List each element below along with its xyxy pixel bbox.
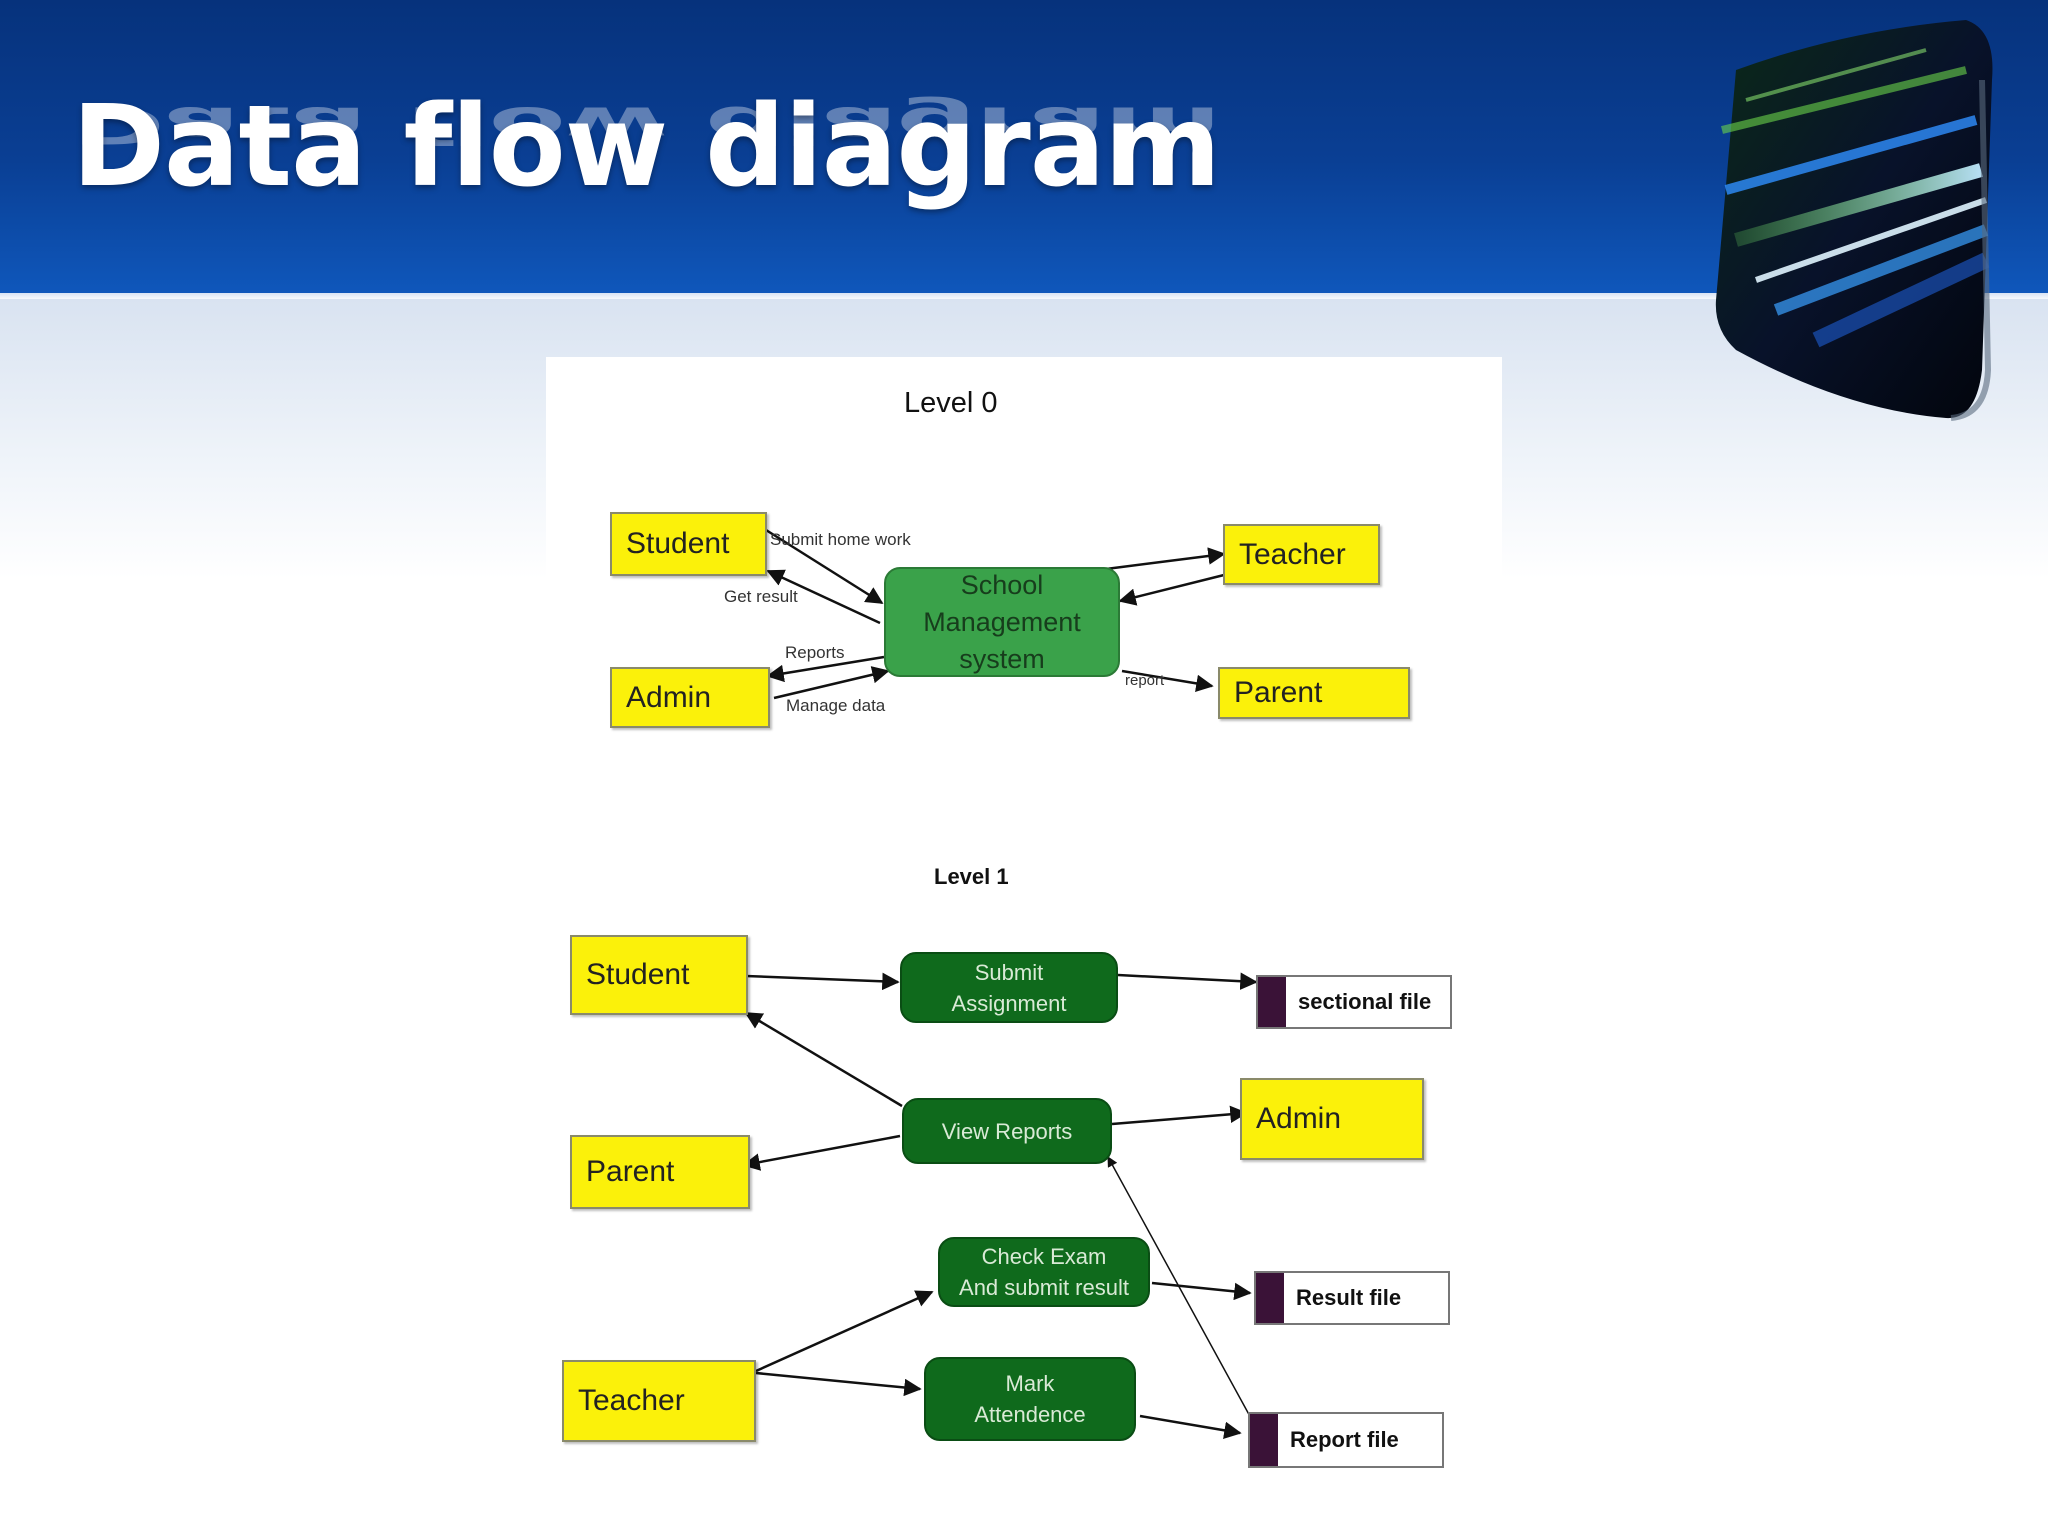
header-divider [0,293,2048,299]
level-0-heading: Level 0 [904,387,998,419]
check-exam-line-2: And submit result [959,1275,1129,1300]
submit-assignment-line-1: Submit [974,959,1044,985]
flow-arrow-reports [766,655,885,683]
flow-arrow-mark-report [1139,1414,1242,1439]
flow-label-report: report [1125,672,1165,689]
flow-arrow-check-result [1151,1281,1252,1301]
flow-label-reports: Reports [785,643,845,662]
slide-title: Data flow diagram [72,82,1221,212]
report-file-label: Report file [1290,1427,1399,1452]
flow-arrow-report-view [1107,1156,1253,1421]
level1-student-entity: Student [570,935,748,1015]
flow-label-get-result: Get result [724,587,798,606]
level0-teacher-entity: Teacher [1223,524,1380,585]
sectional-file-store: sectional file [1256,975,1452,1029]
mark-attendence-line-1: Mark [1005,1371,1055,1396]
process-line-1: School [960,569,1044,600]
flow-label-submit-home-work: Submit home work [770,530,911,549]
flow-arrow-submit-sectional [1117,972,1258,990]
store-bar [1256,1273,1284,1323]
mark-attendence-line-2: Attendence [974,1402,1086,1427]
flow-label-manage-data: Manage data [786,696,886,715]
slide-header [0,0,2048,293]
submit-assignment-line-2: Assignment [951,990,1067,1016]
school-management-process: School Management system [884,567,1120,677]
check-exam-process: Check Exam And submit result [938,1237,1150,1307]
submit-assignment-process: Submit Assignment [900,952,1118,1023]
flow-arrow-view-parent [742,1134,901,1171]
view-reports-process: View Reports [902,1098,1112,1164]
light-streak-cube-icon [1715,20,1993,421]
process-line-3: system [959,643,1045,674]
connector-layer [742,528,1258,1439]
report-file-store: Report file [1248,1412,1444,1468]
flow-arrow-teacher-mark [755,1371,922,1397]
store-bar [1258,977,1286,1027]
flow-arrow-student-submit [745,972,900,991]
store-bar [1250,1414,1278,1466]
level1-admin-entity: Admin [1240,1078,1424,1160]
mark-attendence-process: Mark Attendence [924,1357,1136,1441]
level0-admin-entity: Admin [610,667,770,728]
flow-arrow-manage-data [773,666,890,700]
sectional-file-label: sectional file [1298,989,1432,1014]
result-file-store: Result file [1254,1271,1450,1325]
process-line-2: Management [923,606,1081,637]
level-1-heading: Level 1 [934,864,1009,889]
check-exam-line-1: Check Exam [981,1244,1107,1269]
flow-arrow-view-student [744,1011,903,1108]
level1-teacher-entity: Teacher [562,1360,756,1442]
flow-arrow-get-result [766,569,881,625]
level0-student-entity: Student [610,512,767,576]
view-reports-label: View Reports [941,1118,1073,1144]
flow-arrow-from-teacher [1118,573,1225,606]
flow-arrow-submit-home-work [765,528,884,605]
flow-arrow-view-admin [1111,1105,1248,1126]
flow-arrow-to-teacher [1105,547,1226,571]
result-file-label: Result file [1296,1285,1402,1310]
flow-arrow-report [1121,669,1214,693]
level0-parent-entity: Parent [1218,667,1410,719]
data-flow-diagram: Level 0 Student Admin Teacher Parent Sch… [546,357,1502,1497]
level1-parent-entity: Parent [570,1135,750,1209]
flow-arrow-teacher-check [755,1290,934,1373]
